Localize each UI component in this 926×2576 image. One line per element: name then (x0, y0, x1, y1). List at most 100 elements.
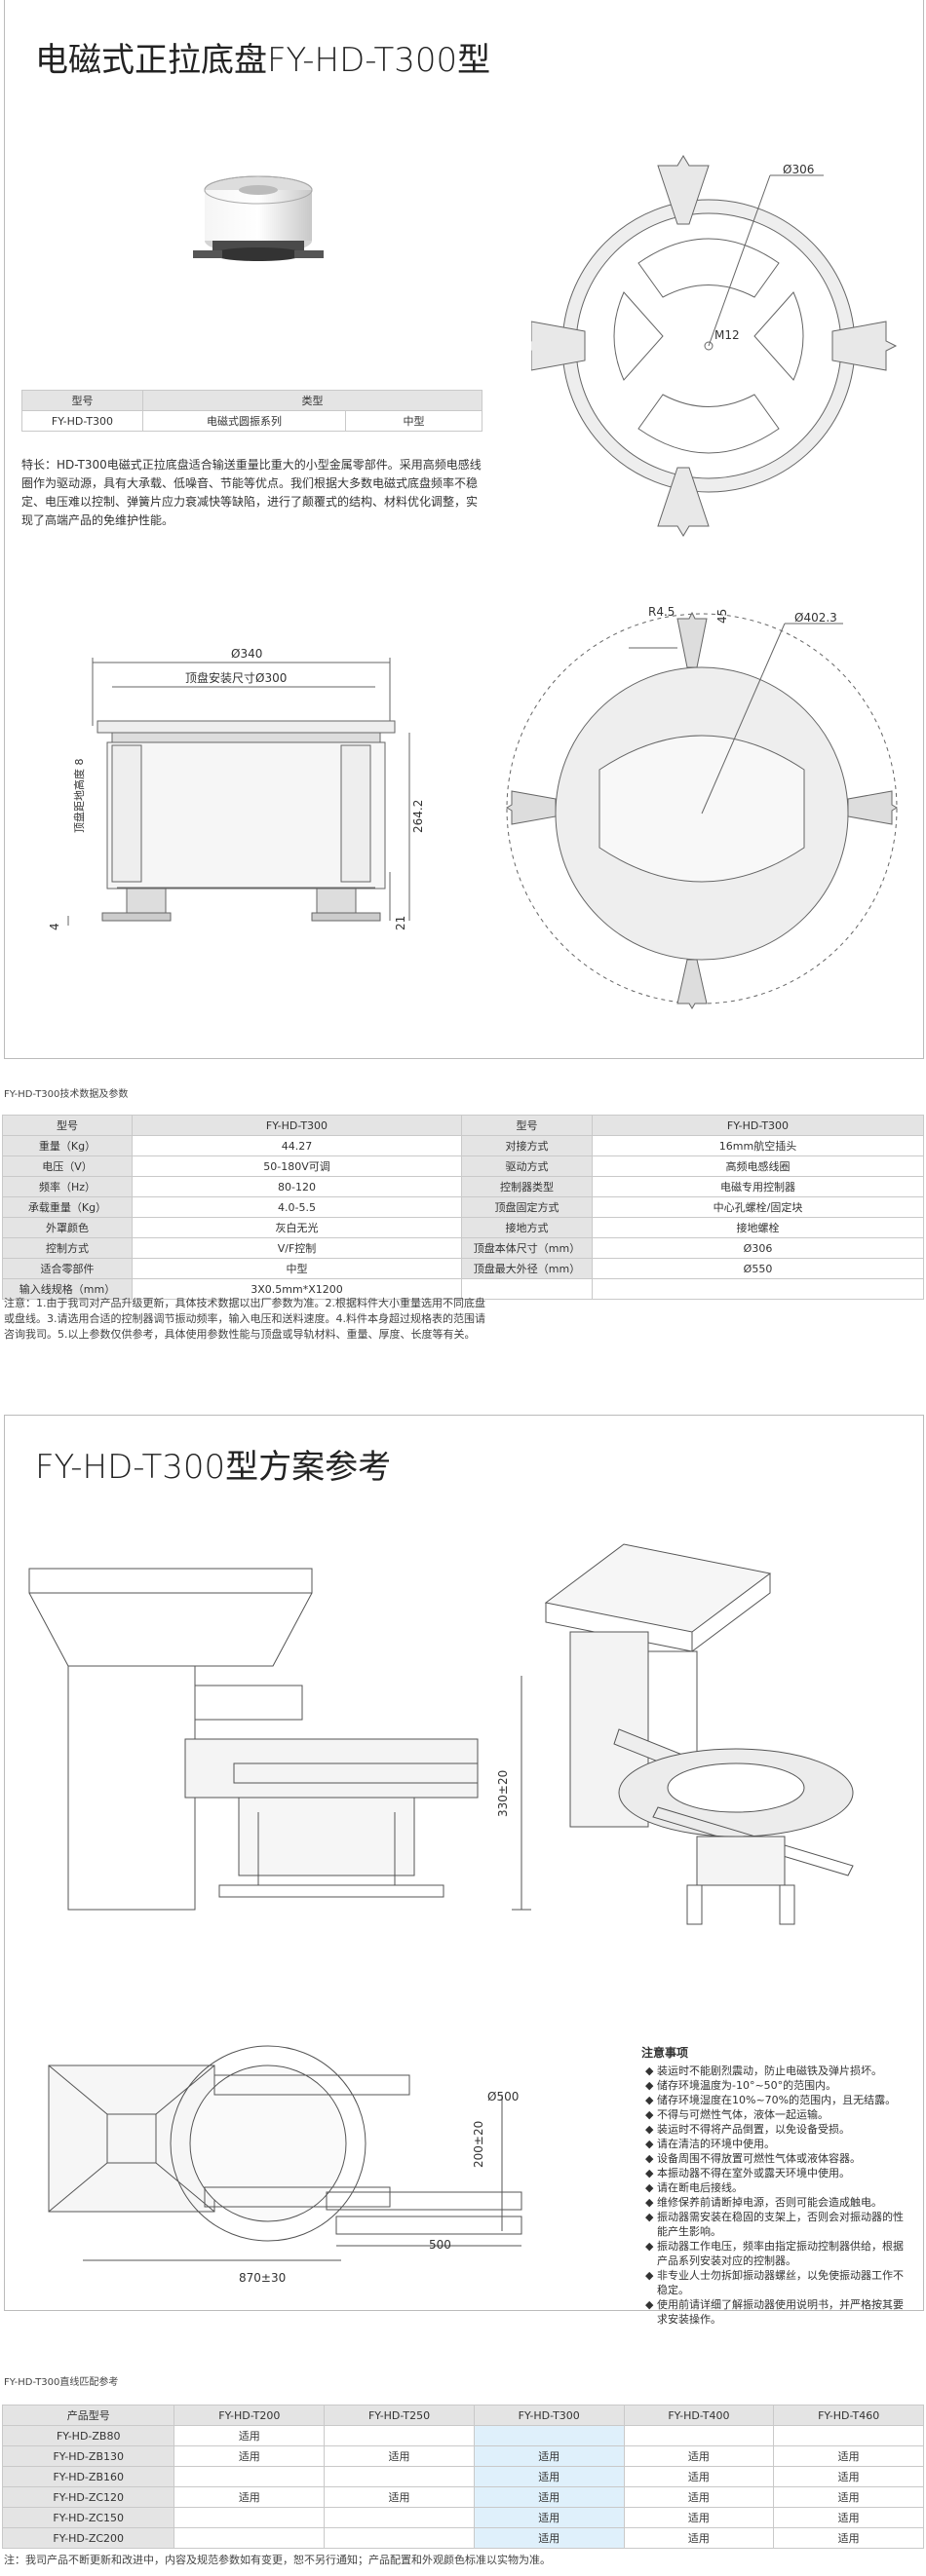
side-view-drawing: Ø340 顶盘安装尺寸Ø300 264.2 21 4 顶盘距地高度 8 (48, 647, 425, 930)
match-header: FY-HD-T400 (623, 2405, 775, 2426)
dim-500b: 500 (429, 2238, 451, 2252)
note-item: ◆储存环境湿度在10%~70%的范围内，且无结露。 (645, 2094, 897, 2106)
type-table-cell: 中型 (345, 410, 482, 432)
match-cell: 适用 (623, 2466, 775, 2487)
match-cell: 适用 (773, 2507, 924, 2528)
scheme-top-drawing: 200±20 500 870±30 Ø500 (48, 2045, 522, 2285)
side-dim-4: 4 (48, 923, 61, 930)
type-table: 型号 类型 FY-HD-T300 电磁式圆振系列 中型 (21, 390, 482, 432)
spec-header: 型号 (2, 1115, 133, 1136)
note-item: ◆不得与可燃性气体，液体一起运输。 (645, 2108, 829, 2121)
match-cell (473, 2425, 625, 2446)
match-cell (324, 2527, 475, 2549)
spec-row: 电压（V）50-180V可调驱动方式高频电感线圈 (2, 1155, 924, 1177)
match-cell (324, 2425, 475, 2446)
dim-500: Ø500 (487, 2090, 519, 2103)
side-dim-top: Ø340 (231, 647, 262, 661)
side-dim-mount: 顶盘安装尺寸Ø300 (185, 670, 287, 685)
match-cell: 适用 (623, 2486, 775, 2508)
note-item: ◆维修保养前请断掉电源，否则可能会造成触电。 (645, 2196, 882, 2209)
match-cell (324, 2507, 475, 2528)
note-item: ◆储存环境温度为-10°~50°的范围内。 (645, 2079, 837, 2092)
match-cell: 适用 (623, 2527, 775, 2549)
match-cell: 适用 (773, 2466, 924, 2487)
match-cell: 适用 (623, 2445, 775, 2467)
dim-330: 330±20 (496, 1770, 510, 1817)
match-header: FY-HD-T300 (473, 2405, 625, 2426)
note-item: ◆装运时不能剧烈震动，防止电磁铁及弹片损坏。 (645, 2065, 882, 2077)
match-caption: FY-HD-T300直线匹配参考 (4, 2377, 119, 2388)
dim-200: 200±20 (472, 2121, 485, 2168)
match-cell (623, 2425, 775, 2446)
match-footer: 注：我司产品不断更新和改进中，内容及规范参数如有变更，恕不另行通知；产品配置和外… (4, 2554, 551, 2566)
spec-header: FY-HD-T300 (132, 1115, 462, 1136)
match-header: FY-HD-T250 (324, 2405, 475, 2426)
match-cell: 适用 (473, 2466, 625, 2487)
note-item: ◆振动器需安装在稳固的支架上，否则会对振动器的性能产生影响。 (645, 2211, 904, 2238)
top-view-drawing: Ø306 M12 (531, 155, 898, 537)
spec-row: 适合零部件中型顶盘最大外径（mm）Ø550 (2, 1258, 924, 1279)
note-item: ◆装运时不得将产品倒置，以免设备受损。 (645, 2123, 850, 2136)
note-item: ◆使用前请详细了解振动器使用说明书，并严格按其要求安装操作。 (645, 2298, 904, 2326)
scheme-title: FY-HD-T300型方案参考 (35, 1448, 392, 1487)
match-cell: 适用 (174, 2425, 326, 2446)
spec-header: FY-HD-T300 (592, 1115, 924, 1136)
match-cell: FY-HD-ZB80 (1, 2425, 175, 2446)
scheme-front-drawing: 330±20 (28, 1568, 531, 1911)
side-vertical-label: 顶盘距地高度 8 (72, 759, 86, 834)
match-cell: 适用 (174, 2445, 326, 2467)
note-item: ◆振动器工作电压，频率由指定振动控制器供给，根据产品系列安装对应的控制器。 (645, 2240, 904, 2267)
spec-note: 注意：1.由于我司对产品升级更新，具体技术数据以出厂参数为准。2.根据料件大小重… (4, 1297, 485, 1341)
match-cell: FY-HD-ZC200 (1, 2527, 175, 2549)
match-cell: 适用 (324, 2486, 475, 2508)
match-cell: 适用 (473, 2527, 625, 2549)
spec-row: 外罩颜色灰白无光接地方式接地螺栓 (2, 1217, 924, 1238)
side-dim-21: 21 (394, 916, 407, 930)
notes-list: ◆装运时不能剧烈震动，防止电磁铁及弹片损坏。 ◆储存环境温度为-10°~50°的范… (645, 2064, 908, 2327)
match-cell (174, 2466, 326, 2487)
base-dim-45: 45 (715, 609, 729, 624)
type-table-cell: 电磁式圆振系列 (142, 410, 346, 432)
match-cell: 适用 (623, 2507, 775, 2528)
base-dim-r: R4.5 (648, 605, 675, 619)
side-dim-height: 264.2 (411, 800, 425, 833)
dim-870: 870±30 (239, 2271, 286, 2285)
spec-header: 型号 (461, 1115, 593, 1136)
product-description: 特长：HD-T300电磁式正拉底盘适合输送重量比重大的小型金属零部件。采用高频电… (21, 458, 482, 527)
match-header: 产品型号 (1, 2405, 175, 2426)
match-cell: FY-HD-ZB130 (1, 2445, 175, 2467)
notes-title: 注意事项 (641, 2046, 689, 2060)
spec-row: 输入线规格（mm）3X0.5mm*X1200 (2, 1278, 924, 1300)
match-cell: FY-HD-ZC120 (1, 2486, 175, 2508)
note-item: ◆本振动器不得在室外或露天环境中使用。 (645, 2167, 850, 2179)
match-header: FY-HD-T200 (174, 2405, 326, 2426)
match-cell: 适用 (473, 2445, 625, 2467)
top-dim-dia: Ø306 (783, 163, 814, 176)
base-view-drawing: Ø402.3 R4.5 45 (506, 605, 898, 1009)
type-table-header: 类型 (142, 390, 482, 411)
product-photo (193, 175, 324, 261)
match-cell (174, 2507, 326, 2528)
type-table-cell: FY-HD-T300 (21, 410, 143, 432)
top-dim-center: M12 (714, 328, 740, 342)
base-dim-dia: Ø402.3 (794, 611, 837, 625)
match-cell: FY-HD-ZC150 (1, 2507, 175, 2528)
note-item: ◆请在断电后接线。 (645, 2181, 743, 2194)
match-cell: 适用 (473, 2486, 625, 2508)
match-cell: FY-HD-ZB160 (1, 2466, 175, 2487)
page-title: 电磁式正拉底盘FY-HD-T300型 (35, 41, 491, 80)
scheme-iso-drawing (544, 1543, 854, 1925)
match-cell: 适用 (174, 2486, 326, 2508)
match-cell: 适用 (773, 2486, 924, 2508)
